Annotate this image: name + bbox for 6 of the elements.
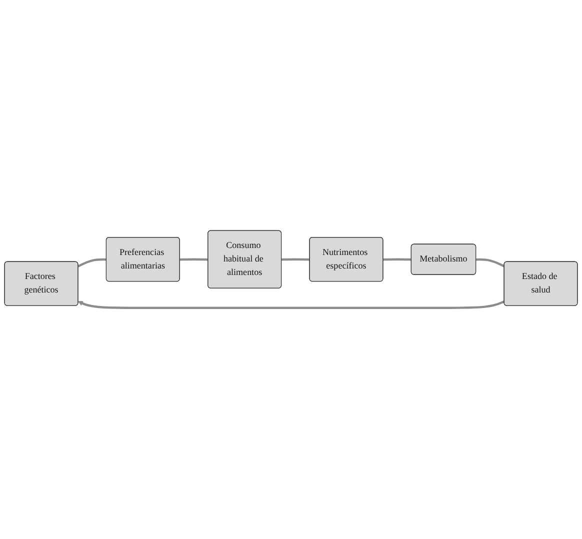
connector bbox=[78, 258, 106, 268]
connector bbox=[383, 258, 412, 262]
arrow bbox=[78, 300, 505, 310]
connector bbox=[282, 258, 310, 262]
connector bbox=[476, 258, 505, 268]
connector bbox=[180, 258, 208, 262]
